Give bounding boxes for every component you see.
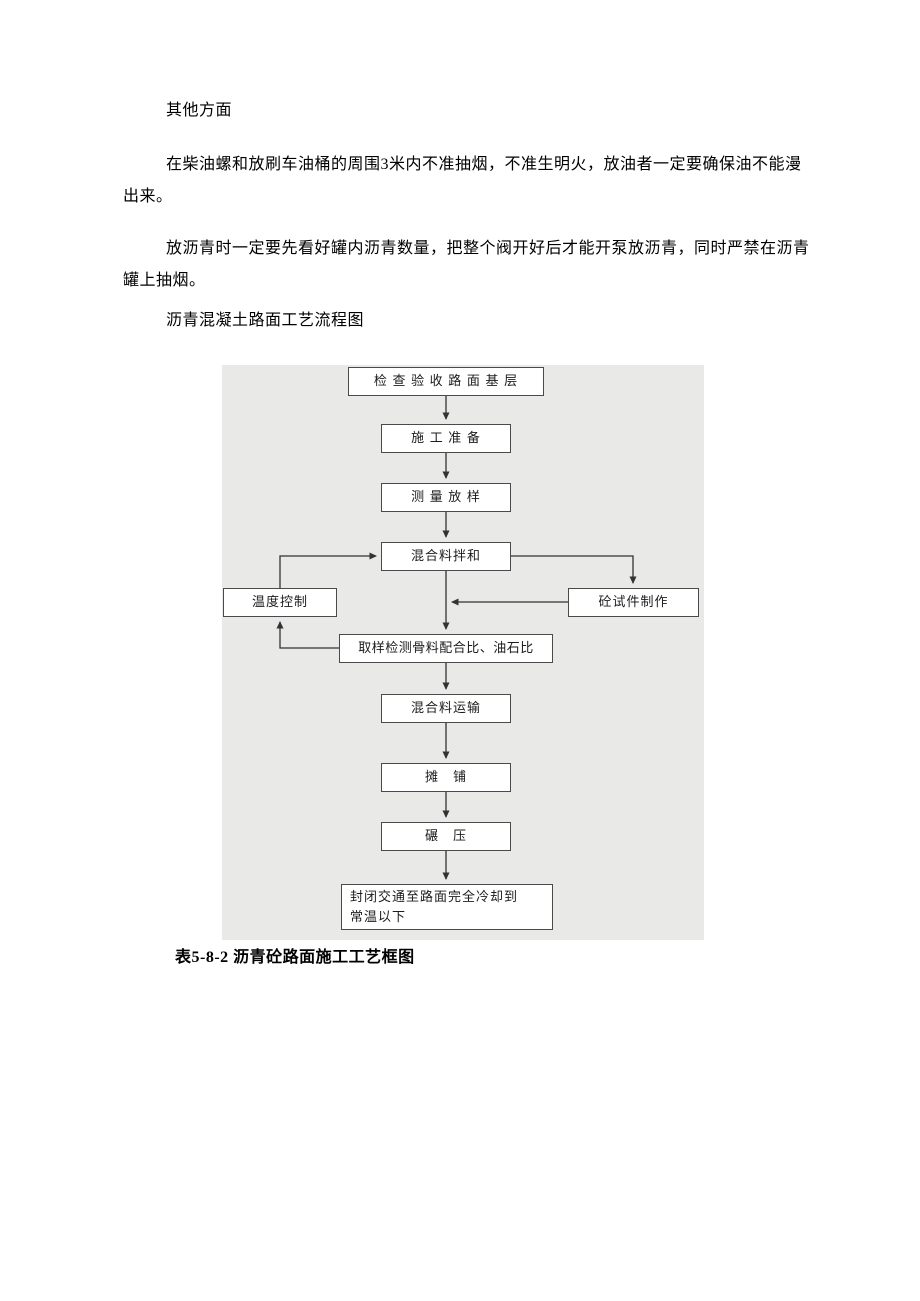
- paragraph-asphalt-discharge: 放沥青时一定要先看好罐内沥青数量，把整个阀开好后才能开泵放沥青，同时严禁在沥青罐…: [123, 240, 810, 289]
- node-mixture-transport: 混合料运输: [381, 694, 511, 723]
- flowchart-canvas: 检 查 验 收 路 面 基 层 施 工 准 备 测 量 放 样 混合料拌和 温度…: [222, 365, 704, 940]
- node-paving: 摊 铺: [381, 763, 511, 792]
- node-close-traffic: 封闭交通至路面完全冷却到 常温以下: [341, 884, 553, 930]
- node-mixture-mixing: 混合料拌和: [381, 542, 511, 571]
- flowchart-caption: 表5-8-2 沥青砼路面施工工艺框图: [175, 949, 415, 966]
- paragraph-fuel-safety: 在柴油螺和放刷车油桶的周围3米内不准抽烟，不准生明火，放油者一定要确保油不能漫出…: [123, 156, 802, 205]
- node-survey-layout: 测 量 放 样: [381, 483, 511, 512]
- paragraph-flowchart-title: 沥青混凝土路面工艺流程图: [166, 312, 365, 329]
- node-rolling: 碾 压: [381, 822, 511, 851]
- node-concrete-specimen: 砼试件制作: [568, 588, 699, 617]
- node-close-traffic-line1: 封闭交通至路面完全冷却到: [350, 889, 519, 904]
- node-check-acceptance: 检 查 验 收 路 面 基 层: [348, 367, 544, 396]
- flowchart-arrows: [276, 396, 637, 880]
- node-construction-prep: 施 工 准 备: [381, 424, 511, 453]
- node-temperature-control: 温度控制: [223, 588, 337, 617]
- paragraph-other-aspects: 其他方面: [166, 102, 233, 119]
- node-sampling-test: 取样检测骨料配合比、油石比: [339, 634, 553, 663]
- node-close-traffic-line2: 常温以下: [350, 909, 407, 924]
